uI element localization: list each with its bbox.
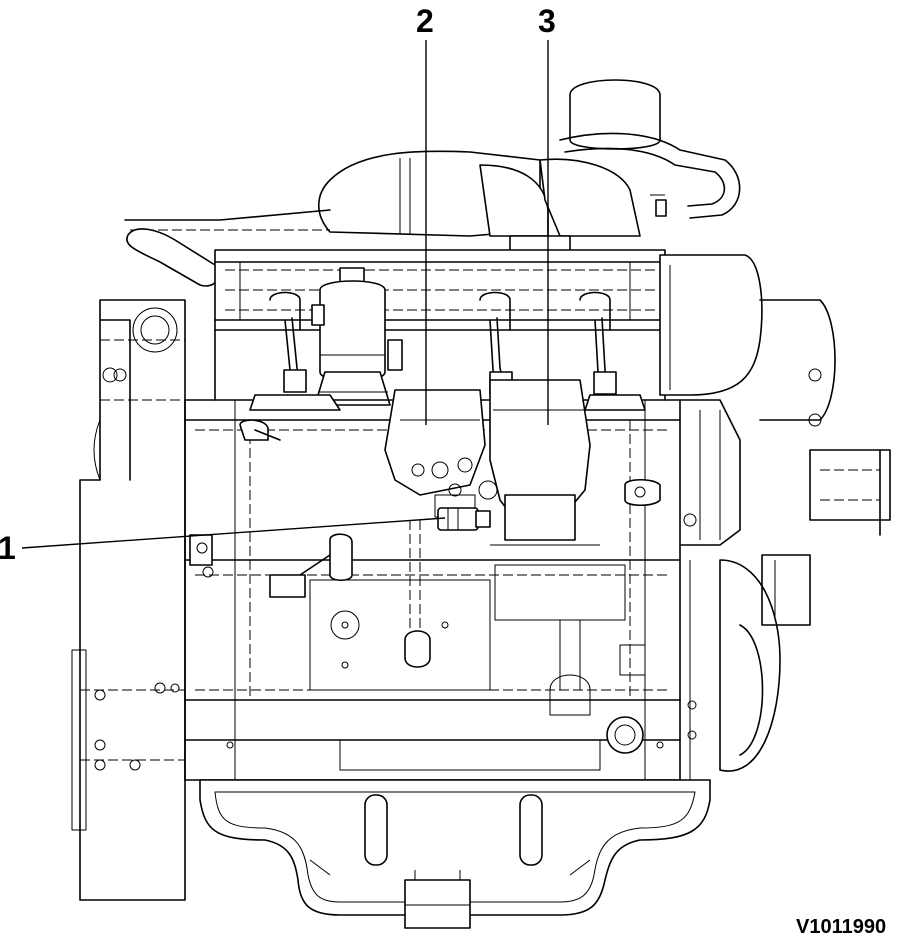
front-pulleys bbox=[659, 254, 891, 790]
callout-label-1: 1 bbox=[0, 530, 16, 566]
leader-lines bbox=[21, 40, 549, 549]
valve-cover bbox=[214, 249, 666, 331]
figure-id: V1011990 bbox=[796, 916, 886, 936]
oil-pan bbox=[199, 779, 711, 929]
leader-line-1 bbox=[21, 517, 446, 549]
flywheel-housing bbox=[71, 299, 186, 901]
callout-label-2: 2 bbox=[416, 3, 434, 39]
sensor-item-1 bbox=[437, 507, 491, 531]
fuel-filter bbox=[311, 267, 391, 406]
injection-pump bbox=[384, 379, 661, 546]
callout-label-3: 3 bbox=[538, 3, 556, 39]
misc-parts bbox=[189, 394, 646, 598]
intake-pipe bbox=[124, 79, 741, 287]
